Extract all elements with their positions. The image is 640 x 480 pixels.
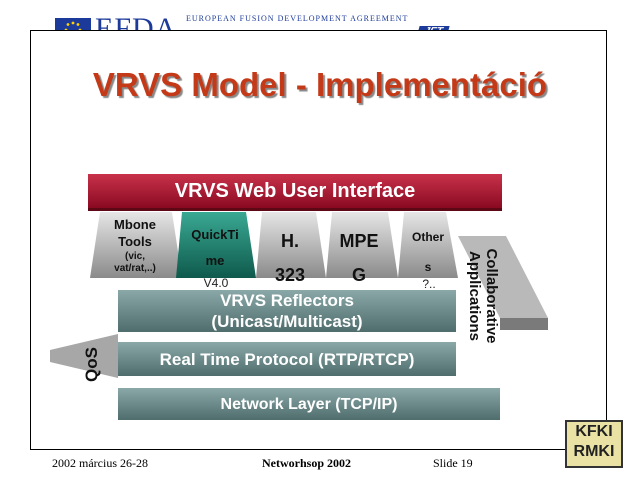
footer-date: 2002 március 26-28 bbox=[52, 456, 148, 470]
reflectors-label: VRVS Reflectors (Unicast/Multicast) bbox=[118, 290, 456, 332]
kfki-line2: RMKI bbox=[573, 443, 615, 460]
app-label-h323: H. 323 bbox=[262, 224, 318, 292]
rtp-label: Real Time Protocol (RTP/RTCP) bbox=[159, 350, 415, 369]
app-others-line1: Other bbox=[411, 230, 444, 244]
app-label-quicktime: QuickTi me bbox=[180, 222, 250, 274]
mpeg-block bbox=[326, 212, 398, 278]
network-label: Network Layer (TCP/IP) bbox=[220, 396, 398, 413]
h323-block bbox=[256, 212, 326, 278]
qos-arrow-shape bbox=[50, 334, 118, 378]
app-mbone-line1: Mbone bbox=[114, 217, 156, 232]
collab-arrow-shape bbox=[458, 236, 548, 318]
app-mbone-line4: vat/rat,..) bbox=[114, 263, 156, 274]
qos-label: QoS bbox=[82, 347, 101, 382]
app-others-extra: ?.. bbox=[422, 277, 436, 291]
app-mpeg-line2: G bbox=[351, 265, 366, 285]
collab-label: Collaborative Applications bbox=[466, 236, 500, 356]
web-ui-bar bbox=[88, 174, 502, 208]
rtp-bar bbox=[118, 342, 456, 376]
app-label-others: Other s bbox=[402, 222, 454, 282]
app-mpeg-line1: MPE bbox=[339, 231, 379, 251]
quicktime-block bbox=[176, 212, 256, 278]
others-block bbox=[398, 212, 458, 278]
reflectors-bar bbox=[118, 290, 456, 332]
collab-line1: Collaborative bbox=[483, 248, 500, 344]
reflectors-line2: (Unicast/Multicast) bbox=[211, 312, 363, 331]
mbone-block bbox=[90, 212, 182, 278]
app-quicktime-version: V4.0 bbox=[203, 276, 229, 290]
app-mbone-line3: (vic, bbox=[124, 251, 145, 262]
reflectors-line1: VRVS Reflectors bbox=[220, 291, 354, 310]
app-h323-line2: 323 bbox=[274, 265, 306, 285]
network-bar bbox=[118, 388, 500, 420]
slide-title: VRVS Model - Implementáció bbox=[92, 66, 548, 103]
app-label-mbone: Mbone Tools (vic, vat/rat,..) bbox=[92, 216, 178, 275]
footer-event: Networhsop 2002 bbox=[262, 456, 351, 470]
efda-tagline: EUROPEAN FUSION DEVELOPMENT AGREEMENT bbox=[186, 14, 409, 23]
app-others-line2: s bbox=[424, 260, 432, 274]
collab-line2: Applications bbox=[466, 250, 483, 341]
app-label-mpeg: MPE G bbox=[330, 224, 388, 292]
app-h323-line1: H. bbox=[281, 231, 299, 251]
web-ui-label: VRVS Web User Interface bbox=[174, 180, 416, 202]
kfki-line1: KFKI bbox=[575, 423, 613, 440]
app-quicktime-line2: me bbox=[205, 253, 225, 268]
footer-slide-number: Slide 19 bbox=[433, 456, 473, 470]
kfki-logo-text: KFKI RMKI bbox=[565, 422, 623, 462]
kfki-logo bbox=[565, 420, 623, 468]
app-quicktime-line1: QuickTi bbox=[191, 227, 239, 242]
app-mbone-line2: Tools bbox=[118, 234, 152, 249]
